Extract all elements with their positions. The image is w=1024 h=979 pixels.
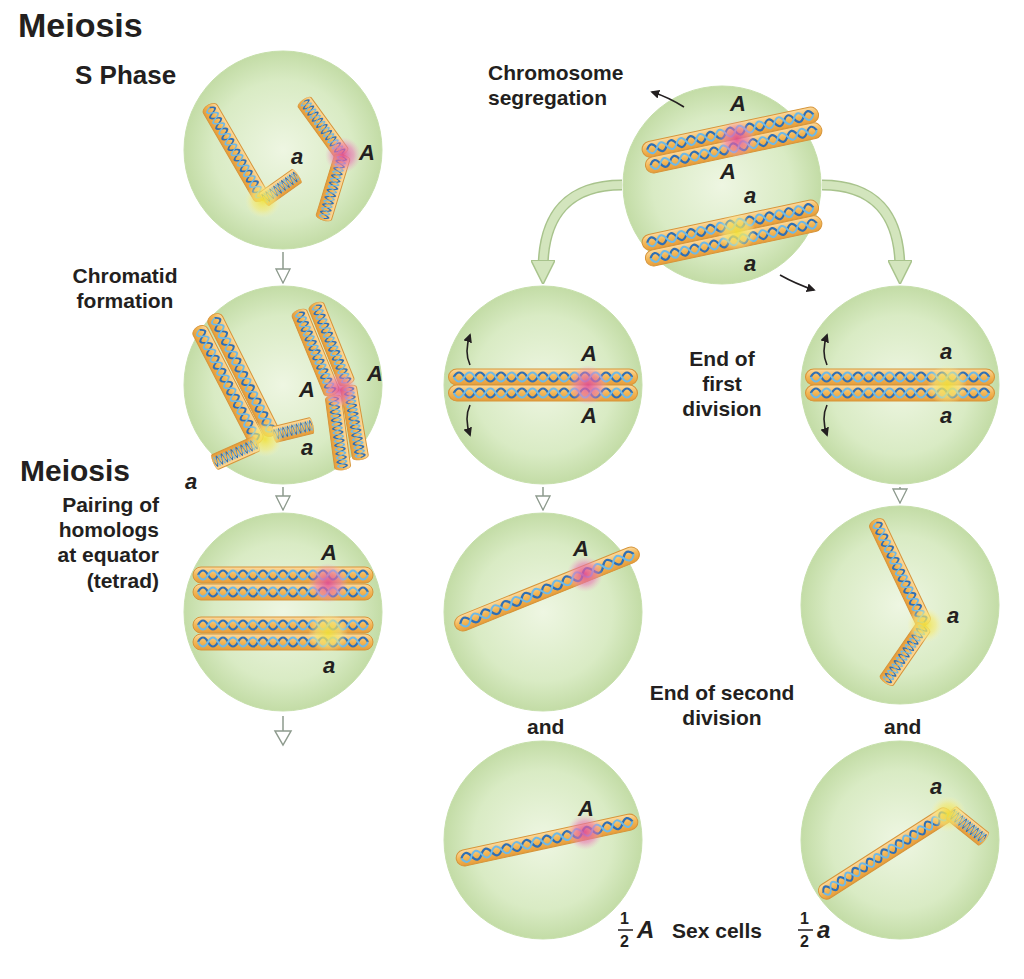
- diagram-title: Meiosis: [18, 8, 143, 42]
- chromosome-drawing: [640, 92, 824, 290]
- arrow-band: [543, 185, 622, 270]
- arrow-band-outline: [822, 185, 900, 270]
- allele-label: a: [744, 253, 756, 275]
- continue-arrow-head: [275, 731, 291, 745]
- cell-outline: [444, 741, 642, 939]
- fraction-numerator: 1: [800, 911, 809, 927]
- chromosome-drawing: [806, 335, 995, 435]
- cell-shape: [183, 285, 383, 485]
- allele-label: a: [940, 405, 952, 427]
- continue-arrow-line: [282, 716, 284, 731]
- cell-circle: aa: [800, 285, 1000, 485]
- arrow-band: [822, 185, 900, 270]
- fraction-numerator: 1: [620, 911, 629, 927]
- allele-label: a: [947, 605, 959, 627]
- allele-label: A: [730, 93, 746, 115]
- cell-outline: [801, 741, 999, 939]
- allele-label: a: [291, 146, 303, 168]
- stage-heading: Pairing of homologs at equator (tetrad): [37, 492, 159, 593]
- stage-arrow: [822, 185, 900, 270]
- cell-shape: [443, 512, 643, 712]
- cell-shape: [622, 85, 822, 285]
- allele-label: A: [581, 405, 597, 427]
- allele-label: a: [940, 341, 952, 363]
- allele-label: a: [185, 471, 197, 493]
- chromosome-drawing: [191, 300, 369, 471]
- allele-label: a: [744, 185, 756, 207]
- cell-outline: [801, 286, 999, 484]
- cell-circle: a: [800, 505, 1000, 705]
- cell-circle: S PhaseaA: [183, 50, 383, 250]
- allele-label: a: [930, 776, 942, 798]
- stage-label: End of second division: [637, 680, 807, 730]
- cell-shape: [183, 512, 383, 712]
- stage-arrow: [283, 252, 284, 283]
- cell-shape: [800, 505, 1000, 705]
- stage-heading: Chromosome segregation: [488, 60, 658, 110]
- chromosome-drawing: [868, 516, 943, 687]
- stage-heading: Meiosis: [20, 456, 130, 486]
- result-label: Sex cells: [672, 920, 762, 941]
- cell-circle: A: [443, 512, 643, 712]
- arrow-line: [542, 487, 544, 510]
- allele-label: a: [301, 437, 313, 459]
- allele-label: A: [359, 142, 375, 164]
- fraction-bar: [618, 929, 633, 931]
- connector-word: and: [884, 716, 921, 737]
- arrow-line: [282, 487, 284, 510]
- connector-word: and: [527, 716, 564, 737]
- stage-arrow: [543, 185, 622, 270]
- allele-label: A: [321, 542, 337, 564]
- arrow-line: [899, 487, 901, 503]
- allele-label: A: [578, 798, 594, 820]
- allele-label: A: [367, 363, 383, 385]
- cell-shape: [183, 50, 383, 250]
- allele-label: A: [573, 538, 589, 560]
- cell-shape: [800, 285, 1000, 485]
- stage-label: End of first division: [677, 346, 767, 422]
- allele-label: a: [323, 655, 335, 677]
- cell-shape: [443, 285, 643, 485]
- chromosome-drawing: [455, 813, 640, 868]
- fraction-denominator: 2: [800, 934, 809, 950]
- chromosome-drawing: [449, 335, 638, 435]
- allele-label: A: [299, 379, 315, 401]
- chromosome-drawing: [201, 95, 361, 222]
- allele-label: A: [581, 343, 597, 365]
- cell-outline: [184, 51, 382, 249]
- arrow-line: [282, 252, 284, 283]
- cell-shape: [800, 740, 1000, 940]
- stage-arrow: [900, 487, 901, 503]
- chromosome-drawing: [193, 563, 373, 653]
- cell-outline: [801, 506, 999, 704]
- cell-outline: [184, 513, 382, 711]
- stage-heading: S Phase: [75, 62, 176, 88]
- cell-circle: Chromosome segregationAAaa: [622, 85, 822, 285]
- allele-label: A: [720, 161, 736, 183]
- cell-circle: A: [443, 740, 643, 940]
- cell-shape: [443, 740, 643, 940]
- stage-arrow: [543, 487, 544, 510]
- cell-circle: a: [800, 740, 1000, 940]
- cell-circle: Chromatid formationaaAA: [183, 285, 383, 485]
- fraction-denominator: 2: [620, 934, 629, 950]
- fraction-bar: [798, 929, 813, 931]
- cell-circle: AA: [443, 285, 643, 485]
- arrow-band-outline: [543, 185, 622, 270]
- cell-outline: [444, 513, 642, 711]
- chromosome-drawing: [452, 544, 642, 633]
- stage-heading: Chromatid formation: [61, 263, 189, 313]
- allele-label: a: [817, 918, 830, 942]
- cell-circle: MeiosisPairing of homologs at equator (t…: [183, 512, 383, 712]
- chromosome-drawing: [815, 796, 990, 902]
- allele-label: A: [637, 918, 654, 942]
- cell-outline: [184, 286, 382, 484]
- stage-arrow: [283, 487, 284, 510]
- cell-outline: [444, 286, 642, 484]
